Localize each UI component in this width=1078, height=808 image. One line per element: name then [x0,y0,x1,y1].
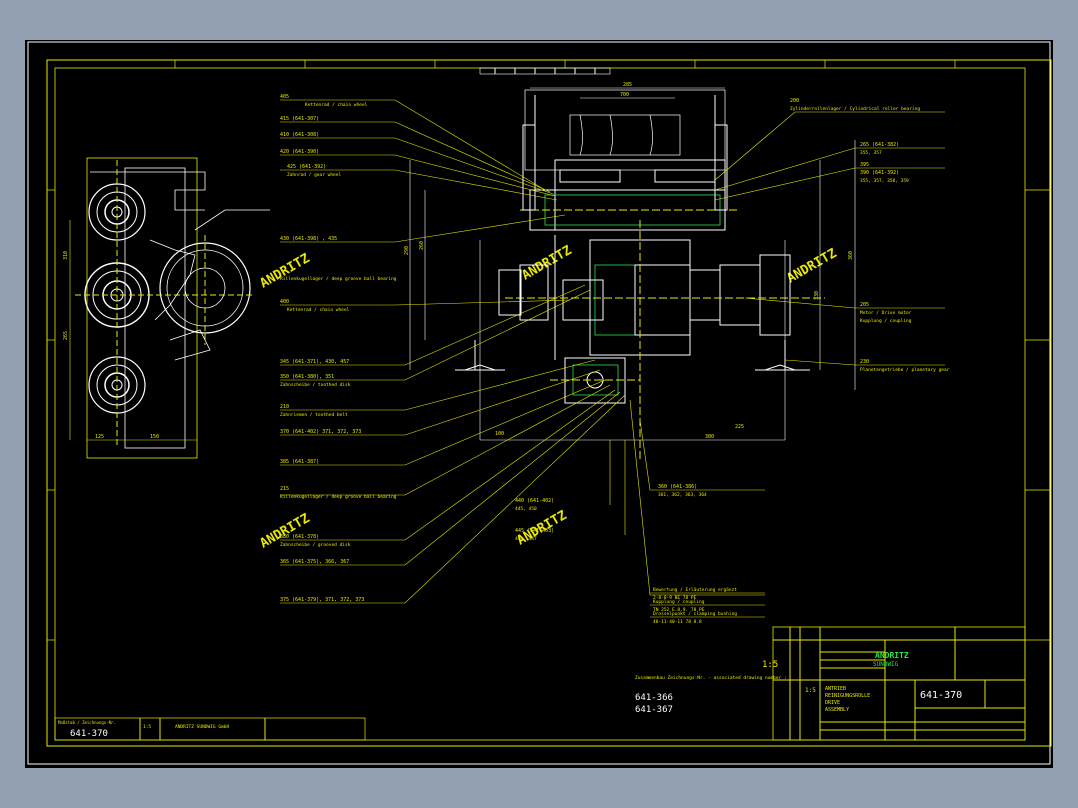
note-5: 48-11-40-11 78 8.8 [653,619,702,625]
label-446: 446, 447 [515,536,537,542]
assoc-number-2: 641-367 [635,705,673,715]
dim-top-2: 700 [620,92,629,98]
top-ruler [479,67,611,75]
label-350: 350 (641-380), 351 [280,374,334,380]
small-block-company: ANDRITZ SUNDWIG GmbH [175,724,229,730]
dim-left-2: 260 [419,241,425,250]
inner-border [46,59,1052,747]
label-365: 365 (641-375), 366, 367 [280,559,349,565]
label-425: 425 (641-392) [287,164,326,170]
label-445: 445, 450 [515,506,537,512]
associated-drawings: Zusammenbau Zeichnungs-Nr. - associated … [635,675,787,715]
small-block-number: 641-370 [70,729,108,739]
andritz-stamps: ANDRITZ ANDRITZ ANDRITZ ANDRITZ ANDRITZ [258,243,840,551]
scale-big: 1:5 [762,660,778,670]
scale-value: 1:5 [805,687,816,694]
label-390: 390 (641-392) [860,170,899,176]
note-0: Bewertung / Erläuterung ergänzt [653,587,737,593]
cad-drawing: 310 265 125 150 ANDRITZ ANDRITZ ANDRITZ … [27,41,1052,765]
label-385: 385 (641-387) [280,459,319,465]
drawing-number: 641-370 [920,690,962,701]
label-361: 361, 362, 363, 364 [658,492,707,498]
right-labels: 200 Zylinderrollenlager / Cylindrical ro… [515,98,950,542]
label-395: 395 [860,162,869,168]
assoc-number-1: 641-366 [635,693,673,703]
label-430: 430 (641-398) , 435 [280,236,337,242]
title-block: ANDRITZ SUNDWIG 1:5 1:5 ANTRIEB REINIGUN… [762,626,1026,741]
stamp-left: ANDRITZ [258,251,313,291]
label-380: 380 (641-378) [280,534,319,540]
label-cyl-bearing: Zylinderrollenlager / Cylindrical roller… [790,106,920,112]
dim-right-2: 330 [814,291,820,300]
side-view: 310 265 125 150 [63,157,270,459]
drawing-sheet: 310 265 125 150 ANDRITZ ANDRITZ ANDRITZ … [25,40,1053,768]
frame-border [54,67,1026,741]
label-toothed-belt: Zahnriemen / toothed belt [280,412,348,418]
label-345: 345 (641-371), 430, 457 [280,359,349,365]
title-line-1: ANTRIEB [825,686,846,692]
notes-box: Bewertung / Erläuterung ergänzt 2-8-8-9 … [650,587,765,625]
label-445b: 445 (641-403) [515,528,554,534]
stamp-center: ANDRITZ [520,243,575,283]
company-name: ANDRITZ [875,651,909,660]
title-line-3: DRIVE [825,700,840,706]
label-355b: 355, 357, 358, 359 [860,178,909,184]
dim-bottom-3: 225 [735,424,744,430]
label-grooved-disk: Zahnscheibe / grooved disk [280,542,351,548]
label-420: 420 (641-390) [280,149,319,155]
label-chain-wheel-2: Kettenrad / chain wheel [287,307,350,313]
label-chain-wheel: Kettenrad / chain wheel [305,102,368,108]
label-210: 210 [280,404,289,410]
label-coupling: Kupplung / coupling [860,318,912,324]
label-360: 360 (641-386) [658,484,697,490]
title-line-2: REINIGUNGSROLLE [825,693,870,699]
label-230: 230 [860,359,869,365]
dim-bottom: 300 [705,434,714,440]
label-400: 400 [280,299,289,305]
label-440: 440 (641-402) [515,498,554,504]
label-gear-wheel: Zahnrad / gear wheel [287,172,341,178]
note-4: Drosselpunkt / clamping bushing [653,611,737,617]
stamp-right: ANDRITZ [785,246,840,286]
side-dim-1: 310 [63,251,69,260]
zone-ticks [47,60,1051,641]
label-215: 215 [280,486,289,492]
side-dim-2: 265 [63,331,69,340]
label-375: 375 (641-379), 371, 372, 373 [280,597,364,603]
company-sub: SUNDWIG [873,661,899,668]
dim-left: 290 [404,246,410,255]
label-bearing-2: Rillenkugellager / deep groove ball bear… [280,494,397,500]
dim-right: 360 [848,251,854,260]
label-405: 405 [280,94,289,100]
side-dim-3: 125 [95,434,104,440]
title-line-4: ASSEMBLY [825,707,849,713]
label-motor: Motor / Drive motor [860,310,912,316]
label-toothed-disk: Zahnscheibe / toothed disk [280,382,351,388]
note-3: TN 252 E.8.9. 78 PE [653,607,705,613]
note-2: Kupplung / coupling [653,599,705,605]
label-370: 370 (641-402) 371, 372, 373 [280,429,361,435]
label-415: 415 (641-307) [280,116,319,122]
label-planetary: Planetengetriebe / planetary gear [860,367,950,373]
side-dim-4: 150 [150,434,159,440]
small-title-block: Maßstab / Zeichnungs-Nr. 641-370 ANDRITZ… [54,717,366,741]
small-block-scale: 1:5 [143,724,151,730]
label-200: 200 [790,98,799,104]
leader-lines [280,99,945,604]
label-bearing-1: Rillenkugellager / deep groove ball bear… [280,276,397,282]
note-1: 2-8-8-9 BE 78 PE [653,595,697,601]
label-410: 410 (641-308) [280,132,319,138]
dim-bottom-2: 100 [495,431,504,437]
small-block-label: Maßstab / Zeichnungs-Nr. [58,720,116,725]
assoc-label: Zusammenbau Zeichnungs-Nr. - associated … [635,675,787,681]
label-265: 265 (641-382) [860,142,899,148]
label-205: 205 [860,302,869,308]
left-labels: 405 Kettenrad / chain wheel 415 (641-307… [280,94,397,603]
dim-top: 285 [623,82,632,88]
outer-border [27,41,1051,765]
label-355: 355, 357 [860,150,882,156]
